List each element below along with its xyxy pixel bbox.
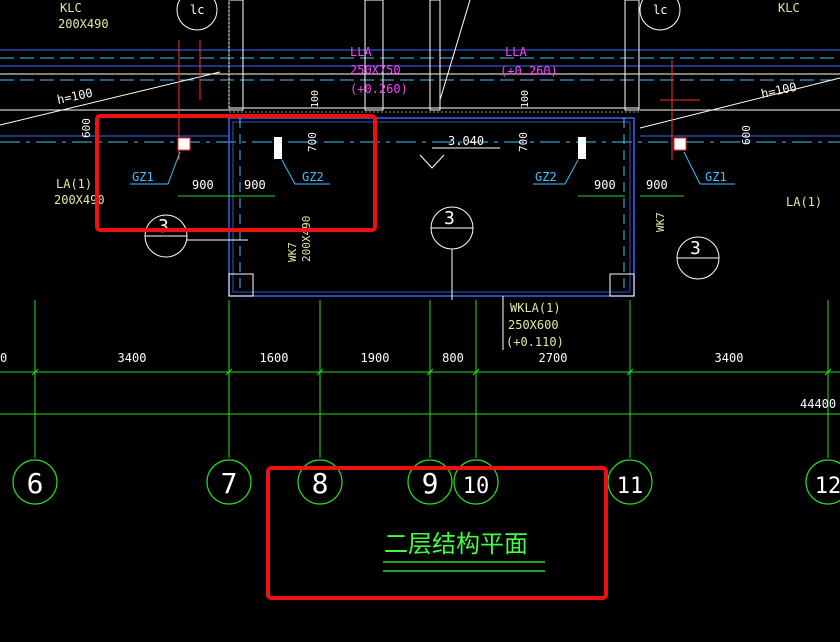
level-mark-symbol xyxy=(419,147,500,169)
lla-left-code: LLA xyxy=(350,45,372,59)
wkla-elev: (+0.110) xyxy=(506,335,564,349)
wkla-size: 250X600 xyxy=(508,318,559,332)
axis-tick-12 xyxy=(824,368,832,376)
axis-label-10: 10 xyxy=(463,474,490,499)
dim-900-1: 900 xyxy=(192,178,214,192)
top-left-beam-code: KLC xyxy=(60,1,82,15)
slab-diagonals xyxy=(0,0,840,129)
wk7-left-size: 200X490 xyxy=(300,216,313,262)
axis-bubble-9 xyxy=(407,459,453,505)
section-symbol-circles xyxy=(144,206,720,300)
top-right-section-label: lc xyxy=(653,3,667,17)
axis-dim-5: 3400 xyxy=(715,351,744,365)
axis-label-8: 8 xyxy=(312,467,329,500)
dim-100-left: 100 xyxy=(310,90,321,108)
la-right-code: LA(1) xyxy=(786,195,822,209)
wkla-code: WKLA(1) xyxy=(510,301,561,315)
top-left-beam-size: 200X490 xyxy=(58,17,109,31)
title-underline xyxy=(383,561,545,572)
axis-label-6: 6 xyxy=(27,467,44,500)
dim-700-right: 700 xyxy=(517,132,530,152)
top-right-beam-code: KLC xyxy=(778,1,800,15)
la-left-size: 200X490 xyxy=(54,193,105,207)
gz-leaders xyxy=(130,151,735,185)
upper-wall-band xyxy=(0,49,840,81)
axis-tick-9 xyxy=(426,368,434,376)
axis-dim-1: 1600 xyxy=(260,351,289,365)
axis-bubble-12 xyxy=(805,459,840,505)
axis-label-9: 9 xyxy=(422,467,439,500)
axis-dim-3: 800 xyxy=(442,351,464,365)
top-left-section-label: lc xyxy=(190,3,204,17)
axis-tick-11 xyxy=(626,368,634,376)
axis-bubbles: 6 7 8 9 10 11 12 xyxy=(12,459,840,505)
axis-tick-8 xyxy=(316,368,324,376)
centre-lines xyxy=(0,135,840,143)
axis-bubble-10 xyxy=(453,459,499,505)
wk7-left-code: WK7 xyxy=(286,242,299,262)
column-blocks xyxy=(177,137,687,159)
axis-bubble-7 xyxy=(206,459,252,505)
axis-dim-partial: 0 xyxy=(0,351,7,365)
dim-900-2: 900 xyxy=(244,178,266,192)
gz2-right-label: GZ2 xyxy=(535,170,557,184)
h-right-label: h=100 xyxy=(760,80,798,101)
dim-700-left: 700 xyxy=(306,132,319,152)
axis-lines xyxy=(34,300,829,458)
axis-bubble-8 xyxy=(297,459,343,505)
axis-total: 44400 xyxy=(800,397,836,411)
axis-dim-ticks xyxy=(31,368,832,376)
axis-tick-10 xyxy=(472,368,480,376)
axis-label-7: 7 xyxy=(221,467,238,500)
dim-600-right: 600 xyxy=(740,125,753,145)
section-symbol-left: 3 xyxy=(158,216,169,237)
axis-tick-7 xyxy=(225,368,233,376)
gz2-left-label: GZ2 xyxy=(302,170,324,184)
dim-900-4: 900 xyxy=(646,178,668,192)
dim-600-left: 600 xyxy=(80,118,93,138)
gz1-left-label: GZ1 xyxy=(132,170,154,184)
axis-dim-2: 1900 xyxy=(361,351,390,365)
highlight-box-title xyxy=(266,466,608,600)
axis-dim-0: 3400 xyxy=(118,351,147,365)
section-symbol-middle: 3 xyxy=(444,208,455,229)
axis-dimension-chain xyxy=(0,371,840,415)
axis-tick-6 xyxy=(31,368,39,376)
la-left-code: LA(1) xyxy=(56,177,92,191)
axis-label-11: 11 xyxy=(617,474,644,499)
lla-left-size: 250X750 xyxy=(350,63,401,77)
level-mark: 3.040 xyxy=(448,134,484,148)
gz1-right-label: GZ1 xyxy=(705,170,727,184)
wk7-right-code: WK7 xyxy=(654,212,667,232)
hatched-walls xyxy=(0,0,840,113)
dim-900-3: 900 xyxy=(594,178,616,192)
lla-right-elev: (+0.260) xyxy=(500,64,558,78)
beam-frame xyxy=(228,117,635,297)
axis-label-12: 12 xyxy=(815,474,840,499)
lla-right-code: LLA xyxy=(505,45,527,59)
highlight-box-columns xyxy=(95,114,377,232)
drawing-title: 二层结构平面 xyxy=(384,530,528,558)
axis-dim-4: 2700 xyxy=(539,351,568,365)
top-section-symbols xyxy=(176,0,681,31)
axis-bubble-6 xyxy=(12,459,58,505)
section-symbol-right: 3 xyxy=(690,238,701,259)
dim-100-right: 100 xyxy=(520,90,531,108)
lla-left-elev: (+0.260) xyxy=(350,82,408,96)
